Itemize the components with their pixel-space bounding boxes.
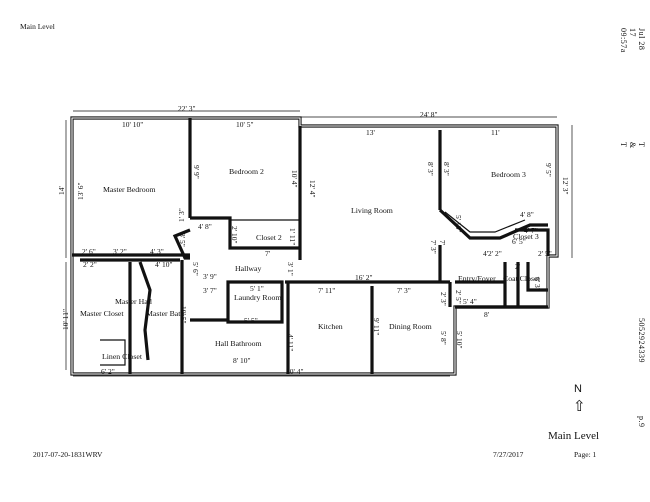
dim-coat-r3: 4' <box>483 249 489 258</box>
dim-bd3-left-h: 8' 3" <box>442 162 451 176</box>
dim-entry-h: 5' 10" <box>455 331 464 349</box>
dim-coat-r2: 2' 5" <box>538 249 552 258</box>
dim-hb-w: 8' 10" <box>233 356 251 365</box>
room-kitchen: Kitchen <box>318 322 343 331</box>
dim-lr-width: 13' <box>366 128 375 137</box>
dim-left-b2: 3' 2" <box>113 247 127 256</box>
dimension-lines <box>65 110 573 377</box>
room-hallway: Hallway <box>235 264 262 273</box>
fax-stamp: Jul 28 17 09:57a <box>619 28 646 53</box>
room-bedroom-3: Bedroom 3 <box>491 170 526 179</box>
dim-bd3-diag1: 4' 8" <box>520 210 534 219</box>
dim-bd2-small1: 4' 8" <box>198 222 212 231</box>
north-letter: N <box>574 383 582 395</box>
dim-bd2-left-h: 9' 9" <box>192 165 201 179</box>
dim-entry-left: 2' 5" <box>454 290 463 304</box>
footer-date: 7/27/2017 <box>493 450 524 459</box>
fax-page: p.9 <box>637 416 646 428</box>
dim-hall-39: 3' 9" <box>203 272 217 281</box>
dim-hall-v1: 5' 6" <box>191 262 200 276</box>
dim-lr-mid-h: 7' 3" <box>429 240 438 254</box>
north-arrow-icon: ⇧ <box>573 398 586 415</box>
dim-closet2-side: 1' 11" <box>288 228 297 246</box>
dim-dining-right-h: 5' 8" <box>439 331 448 345</box>
room-closet-2: Closet 2 <box>256 233 282 242</box>
dim-left-b3: 4' 3" <box>150 247 164 256</box>
dim-lr-left-h: 12' 4" <box>308 180 317 198</box>
dim-bd3-diag2: 5' 10" <box>454 215 463 233</box>
dim-laundry-side: 3' 1" <box>286 262 295 276</box>
room-master-hall: Master Hall <box>115 297 153 306</box>
room-master-closet: Master Closet <box>80 309 124 318</box>
dim-bot-total: 30' 4" <box>286 367 304 376</box>
dim-closet2-w: 7' <box>265 249 271 258</box>
room-master-bedroom: Master Bedroom <box>103 185 156 194</box>
dim-bd2-right-h: 10' 4" <box>290 170 299 188</box>
dim-bd3-width: 11' <box>491 128 500 137</box>
level-label: Main Level <box>548 430 600 442</box>
dim-lr-right-mid: 7' <box>438 240 447 246</box>
room-hall-bathroom: Hall Bathroom <box>215 339 262 348</box>
room-bedroom-2: Bedroom 2 <box>229 167 264 176</box>
dim-top-right-total: 24' 8" <box>420 110 438 119</box>
dim-hall-left1: 1' 3" <box>177 208 186 222</box>
dim-bot-left: 6' 2" <box>101 367 115 376</box>
room-entry-foyer: Entry/Foyer <box>458 274 496 283</box>
dim-bd2-small2: 2' 10" <box>230 226 239 244</box>
dim-left-b1: 2' 6" <box>82 247 96 256</box>
dim-laundry-b: 5' 5" <box>244 316 258 325</box>
dim-mb-inner-h: 13' 6" <box>76 182 85 200</box>
dim-bd3-diag3: 4' 7" <box>524 226 538 235</box>
dim-hall-left2: 3' 5" <box>178 233 187 247</box>
company-name: T & T <box>619 142 646 149</box>
dim-top-left-total: 22' 3" <box>178 104 196 113</box>
fax-phone: 5052924339 <box>637 318 646 363</box>
dim-dining-left-h: 9' 11" <box>372 318 381 336</box>
room-dining: Dining Room <box>389 322 432 331</box>
dim-bd3-right-h: 9' 5" <box>544 163 553 177</box>
dim-mbath-h: 10' 5" <box>179 306 188 324</box>
page-header-title: Main Level <box>20 22 55 31</box>
dim-mc-top: 2' 2" <box>83 260 97 269</box>
dim-coat-h: 6' 3" <box>533 277 542 291</box>
dim-kitchen-h: 4' 11" <box>286 334 295 352</box>
dim-entry-w: 5' 4" <box>463 297 477 306</box>
footer-page: Page: 1 <box>574 450 597 459</box>
dim-left-outer-h: 10' 11" <box>61 308 70 330</box>
dim-mb-width: 10' 10" <box>122 120 144 129</box>
dim-mb-outer-h: 14' <box>57 186 66 195</box>
footer-file-id: 2017-07-20-1831WRV <box>33 450 103 459</box>
dim-kitchen-top-total: 16' 2" <box>355 273 373 282</box>
room-coat-closet: Coat Closet <box>503 274 540 283</box>
dim-hall-37: 3' 7" <box>203 286 217 295</box>
dim-entry-b: 8' <box>484 310 490 319</box>
dim-kitchen-w: 7' 11" <box>318 286 336 295</box>
room-laundry: Laundry Room <box>234 293 282 302</box>
dim-right-outer-h: 12' 3" <box>561 177 570 195</box>
interior-walls <box>72 118 550 374</box>
dim-coat-r1: 2' 2" <box>488 249 502 258</box>
dim-dining-w: 7' 3" <box>397 286 411 295</box>
room-living-room: Living Room <box>351 206 393 215</box>
dim-laundry-w: 5' 1" <box>250 284 264 293</box>
dim-mbath-top: 4' 10" <box>155 260 173 269</box>
room-linen-closet: Linen Closet <box>102 352 143 361</box>
dim-lr-right-top: 8' 3" <box>426 162 435 176</box>
room-master-bath: Master Bath <box>146 309 185 318</box>
dim-bd2-width: 10' 5" <box>236 120 254 129</box>
dim-bd3-small: 6' 5" <box>512 237 526 246</box>
dim-coat-2: 2' <box>515 262 521 271</box>
dim-dining-2-3: 2' 3" <box>439 292 448 306</box>
room-closet-3: Closet 3 <box>513 232 539 241</box>
